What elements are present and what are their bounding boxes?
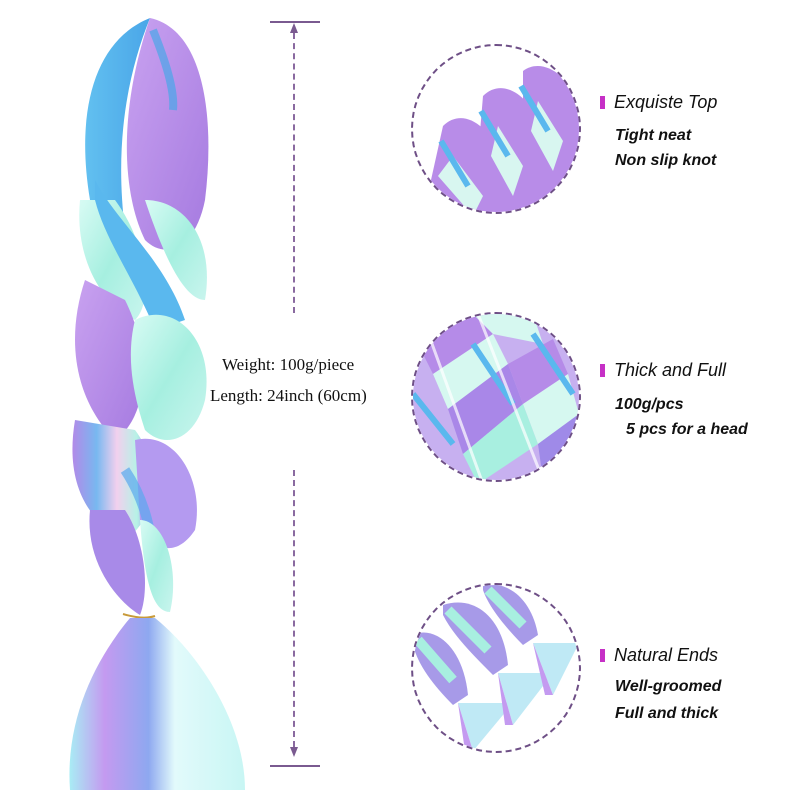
length-spec: Length: 24inch (60cm) [210,386,367,405]
dashed-measure-line-bottom [293,470,295,747]
dashed-measure-line-top [293,33,295,313]
feature-3-line-1: Well-groomed [615,678,722,695]
feature-2-line-2: 5 pcs for a head [626,421,748,438]
accent-bar-icon [600,96,605,109]
bottom-measure-line [270,765,320,767]
feature-title-2: Thick and Full [600,360,726,381]
feature-2-line-1: 100g/pcs [615,396,684,413]
feature-3-line-2: Full and thick [615,705,719,722]
top-measure-line [270,21,320,23]
arrow-down-icon [290,747,298,757]
feature-image-thick [411,312,581,482]
feature-1-line-1: Tight neat [615,127,692,144]
feature-image-top [411,44,581,214]
braid-product-image [55,0,255,800]
accent-bar-icon [600,364,605,377]
feature-1-line-2: Non slip knot [615,152,717,169]
weight-spec: Weight: 100g/piece [222,355,355,374]
feature-title-3: Natural Ends [600,645,718,666]
accent-bar-icon [600,649,605,662]
feature-title-1: Exquiste Top [600,92,717,113]
feature-image-ends [411,583,581,753]
arrow-up-icon [290,23,298,33]
